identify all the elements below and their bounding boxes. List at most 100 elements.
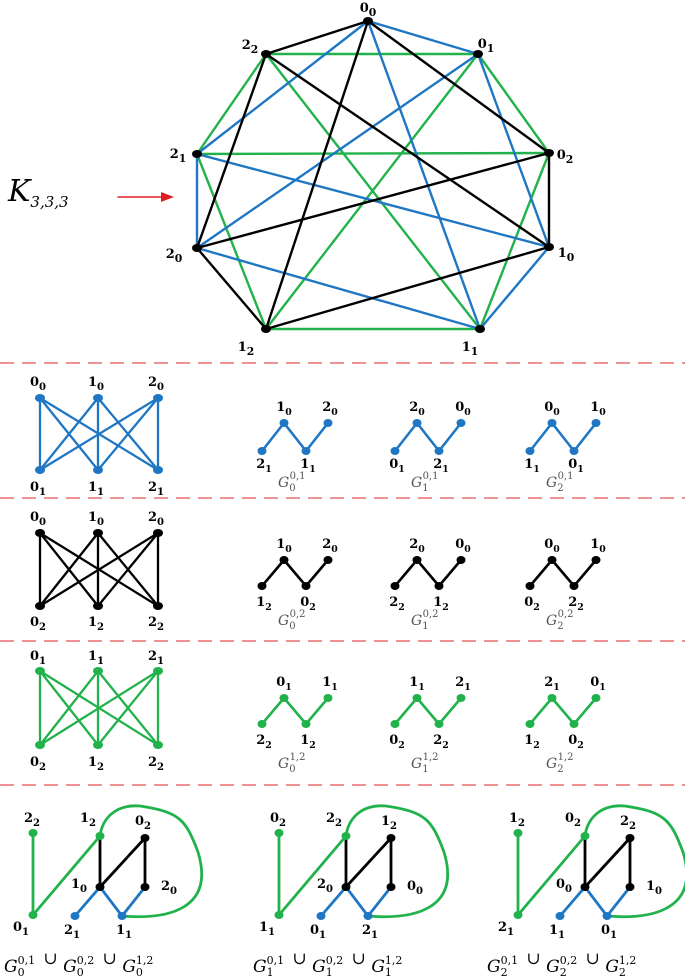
zigzag-vertex — [547, 556, 557, 564]
zigzag-label: 11 — [322, 675, 338, 693]
zigzag-label: 11 — [524, 457, 540, 475]
bipartite-vertex — [35, 602, 45, 610]
union-vertex — [625, 834, 635, 842]
bipartite-top-label: 10 — [88, 375, 104, 393]
union-blue-edge — [583, 885, 609, 918]
zigzag-vertex — [591, 556, 601, 564]
bipartite-vertex — [93, 741, 103, 749]
zigzag-vertex — [569, 720, 579, 728]
union-vertex — [341, 883, 351, 891]
bipartite-bottom-label: 01 — [30, 480, 46, 498]
zigzag-caption: G20,2 — [546, 609, 573, 632]
zigzag-edge — [393, 421, 419, 453]
zigzag-label: 01 — [568, 457, 584, 475]
union-label: 02 — [135, 814, 151, 832]
k333-edge — [366, 19, 480, 56]
k333-vertex-label: 21 — [170, 147, 187, 165]
union-black-edge — [98, 836, 147, 889]
zigzag-edge — [260, 696, 286, 726]
union-label: 02 — [270, 811, 286, 829]
k333-vertex-label: 12 — [238, 340, 255, 358]
bipartite-vertex — [93, 529, 103, 537]
k333-vertex — [261, 325, 271, 333]
k333-edge — [195, 52, 268, 250]
zigzag-edge — [304, 696, 330, 726]
union-label: 22 — [620, 814, 636, 832]
zigzag-vertex — [301, 720, 311, 728]
union-green-edge — [277, 834, 348, 917]
union-blue-edge — [344, 885, 370, 918]
k333-vertex-label: 20 — [166, 247, 183, 265]
zigzag-vertex — [279, 419, 289, 427]
union-black-edge — [583, 836, 632, 889]
zigzag-label: 00 — [544, 400, 560, 418]
k333-vertex — [192, 244, 202, 252]
union-label: 00 — [407, 879, 423, 897]
bipartite-edge — [38, 396, 100, 472]
bipartite-edge — [38, 531, 100, 608]
zigzag-edge — [415, 696, 441, 726]
k333-vertex — [475, 325, 485, 333]
k333-edge — [366, 19, 551, 155]
k333-edge — [195, 19, 370, 156]
zigzag-label: 12 — [300, 733, 316, 751]
zigzag-label: 21 — [544, 675, 560, 693]
bipartite-vertex — [93, 466, 103, 474]
zigzag-label: 01 — [389, 457, 405, 475]
union-label: 12 — [80, 811, 96, 829]
union-green-loop — [344, 804, 450, 919]
union-green-loop — [583, 804, 685, 919]
k333-vertex-label: 00 — [360, 1, 377, 19]
union-label: 20 — [161, 879, 177, 897]
bipartite-edge — [38, 531, 160, 608]
bipartite-top-label: 11 — [88, 649, 104, 667]
zigzag-edge — [572, 558, 598, 588]
union-vertex — [513, 911, 523, 919]
union-label: 12 — [381, 814, 397, 832]
zigzag-vertex — [525, 720, 535, 728]
bipartite-vertex — [35, 667, 45, 675]
zigzag-edge — [528, 421, 554, 453]
zigzag-edge — [282, 696, 308, 726]
zigzag-edge — [550, 421, 576, 453]
bipartite-vertex — [35, 466, 45, 474]
zigzag-label: 02 — [568, 733, 584, 751]
bipartite-bottom-label: 21 — [148, 480, 164, 498]
zigzag-label: 10 — [590, 537, 606, 555]
zigzag-vertex — [257, 582, 267, 590]
bipartite-bottom-label: 12 — [88, 755, 104, 773]
zigzag-edge — [393, 696, 419, 726]
zigzag-label: 22 — [568, 595, 584, 613]
k333-edge — [195, 52, 268, 156]
k333-edge — [264, 19, 370, 56]
union-vertex — [513, 829, 523, 837]
zigzag-caption: G01,2 — [278, 752, 305, 775]
union-vertex — [625, 883, 635, 891]
zigzag-edge — [304, 421, 330, 453]
k333-edge — [195, 152, 268, 331]
bipartite-edge — [96, 531, 160, 608]
bipartite-bottom-label: 11 — [88, 480, 104, 498]
union-label: 11 — [116, 923, 132, 941]
zigzag-caption: G00,2 — [278, 609, 305, 632]
bipartite-top-label: 00 — [30, 375, 46, 393]
union-blue-edge — [98, 885, 124, 918]
zigzag-label: 22 — [389, 595, 405, 613]
bipartite-edge — [38, 669, 100, 747]
union-label: 01 — [310, 923, 326, 941]
zigzag-label: 22 — [256, 733, 272, 751]
k333-edge — [264, 52, 551, 249]
union-label: 10 — [646, 879, 662, 897]
zigzag-label: 12 — [256, 595, 272, 613]
zigzag-vertex — [434, 447, 444, 455]
union-vertex — [28, 829, 38, 837]
zigzag-edge — [550, 696, 576, 726]
k333-edge — [195, 151, 551, 250]
zigzag-vertex — [279, 556, 289, 564]
zigzag-vertex — [591, 694, 601, 702]
zigzag-vertex — [323, 694, 333, 702]
zigzag-vertex — [390, 582, 400, 590]
union-label: 02 — [565, 811, 581, 829]
union-label: 22 — [24, 811, 40, 829]
